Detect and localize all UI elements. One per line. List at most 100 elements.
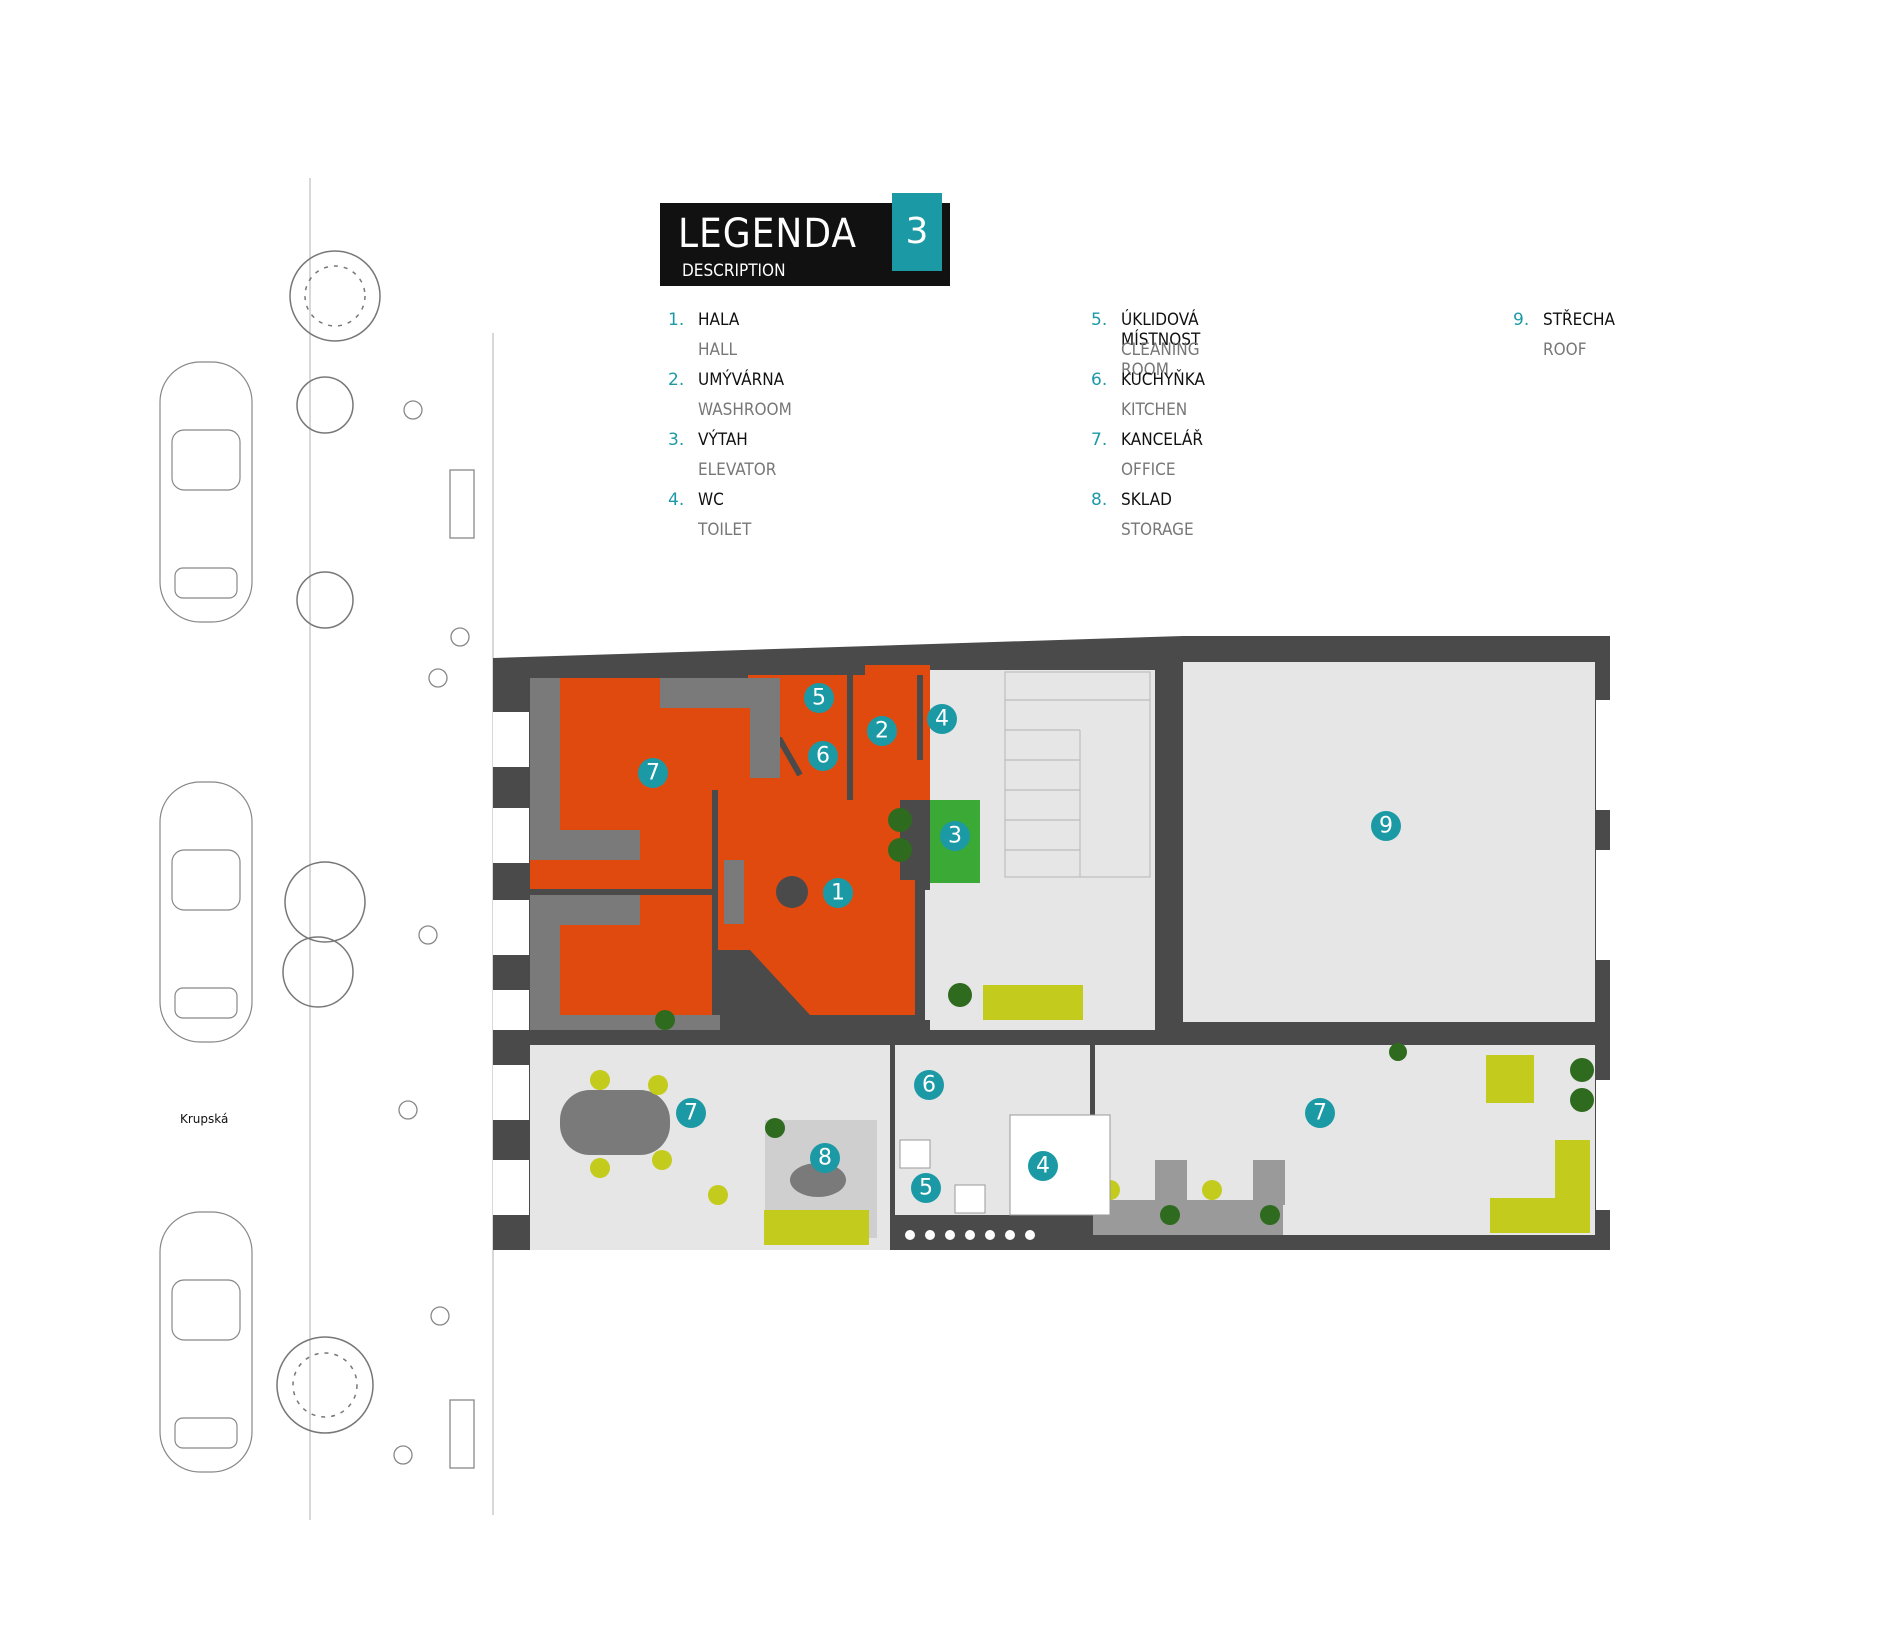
legend-name: VÝTAH bbox=[698, 430, 748, 450]
legend-name: STŘECHA bbox=[1543, 310, 1615, 330]
plant-icon bbox=[1570, 1058, 1594, 1082]
cabinet bbox=[1253, 1160, 1285, 1205]
svg-text:5: 5 bbox=[812, 686, 826, 711]
tree-icon bbox=[276, 1336, 374, 1434]
chair bbox=[590, 1070, 610, 1090]
legend-name: UMÝVÁRNA bbox=[698, 370, 785, 390]
svg-text:6: 6 bbox=[922, 1073, 936, 1098]
sofa bbox=[983, 985, 1083, 1020]
floor-badge: 3 bbox=[892, 193, 942, 271]
plant-icon bbox=[1260, 1205, 1280, 1225]
marker-3: 3 bbox=[940, 821, 970, 851]
shelf bbox=[530, 1015, 720, 1030]
car-icon bbox=[159, 1211, 253, 1473]
svg-text:4: 4 bbox=[935, 707, 949, 732]
svg-text:7: 7 bbox=[646, 761, 660, 786]
bench-icon bbox=[449, 1399, 475, 1469]
legend-name: SKLAD bbox=[1121, 490, 1172, 510]
chair bbox=[708, 1185, 728, 1205]
porthole bbox=[945, 1230, 955, 1240]
legend-number: 3. bbox=[668, 430, 685, 450]
roof-area bbox=[1183, 662, 1595, 1022]
tree-icon bbox=[296, 376, 354, 434]
desk bbox=[530, 830, 640, 860]
legend-number: 4. bbox=[668, 490, 685, 510]
pedestrian-icon bbox=[418, 925, 438, 945]
legend-translation: ROOF bbox=[1543, 340, 1587, 360]
street-name: Krupská bbox=[180, 1112, 229, 1126]
chair bbox=[648, 1075, 668, 1095]
wc-room bbox=[1009, 1114, 1111, 1216]
legend-translation: ELEVATOR bbox=[698, 460, 777, 480]
svg-text:6: 6 bbox=[816, 744, 830, 769]
sink bbox=[899, 1139, 931, 1169]
svg-text:8: 8 bbox=[818, 1146, 832, 1171]
tree-icon bbox=[284, 861, 366, 943]
tree-icon bbox=[304, 265, 366, 327]
legend-name: WC bbox=[698, 490, 724, 510]
porthole bbox=[965, 1230, 975, 1240]
marker-9: 9 bbox=[1371, 811, 1401, 841]
stairs bbox=[1004, 671, 1151, 878]
tree-icon bbox=[296, 571, 354, 629]
car-icon bbox=[159, 781, 253, 1043]
pedestrian-icon bbox=[403, 400, 423, 420]
sofa bbox=[1555, 1140, 1590, 1230]
legend-number: 2. bbox=[668, 370, 685, 390]
marker-5-bottom: 5 bbox=[911, 1173, 941, 1203]
legend-name: KUCHYŇKA bbox=[1121, 370, 1205, 390]
svg-text:5: 5 bbox=[919, 1176, 933, 1201]
desk bbox=[1093, 1200, 1283, 1235]
pedestrian-icon bbox=[398, 1100, 418, 1120]
marker-1: 1 bbox=[823, 878, 853, 908]
svg-text:7: 7 bbox=[684, 1101, 698, 1126]
legend-number: 1. bbox=[668, 310, 685, 330]
svg-text:4: 4 bbox=[1036, 1154, 1050, 1179]
plant-icon bbox=[1570, 1088, 1594, 1112]
marker-8: 8 bbox=[810, 1143, 840, 1173]
pedestrian-icon bbox=[430, 1306, 450, 1326]
marker-7: 7 bbox=[638, 758, 668, 788]
porthole bbox=[925, 1230, 935, 1240]
legend-translation: STORAGE bbox=[1121, 520, 1194, 540]
legend-translation: HALL bbox=[698, 340, 737, 360]
legend-number: 9. bbox=[1513, 310, 1530, 330]
interior-wall bbox=[493, 1030, 923, 1045]
sink bbox=[954, 1184, 986, 1214]
marker-4: 4 bbox=[927, 704, 957, 734]
column bbox=[776, 876, 808, 908]
plant-icon bbox=[1389, 1043, 1407, 1061]
porthole bbox=[905, 1230, 915, 1240]
legend-translation: WASHROOM bbox=[698, 400, 792, 420]
svg-text:7: 7 bbox=[1313, 1101, 1327, 1126]
marker-2: 2 bbox=[867, 716, 897, 746]
tree-icon bbox=[289, 250, 381, 342]
plant-icon bbox=[888, 838, 912, 862]
porthole bbox=[1005, 1230, 1015, 1240]
legend-translation: KITCHEN bbox=[1121, 400, 1188, 420]
car-icon bbox=[159, 361, 253, 623]
chair bbox=[590, 1158, 610, 1178]
svg-text:9: 9 bbox=[1379, 814, 1393, 839]
cabinet bbox=[1155, 1160, 1187, 1205]
legend-number: 7. bbox=[1091, 430, 1108, 450]
plant-icon bbox=[948, 983, 972, 1007]
meeting-table bbox=[560, 1090, 670, 1155]
pedestrian-icon bbox=[393, 1445, 413, 1465]
legend-name: ÚKLIDOVÁ MÍSTNOST bbox=[1121, 310, 1201, 350]
marker-6: 6 bbox=[808, 741, 838, 771]
marker-7-bottom-left: 7 bbox=[676, 1098, 706, 1128]
chair bbox=[652, 1150, 672, 1170]
desk bbox=[530, 895, 640, 925]
legend-title: LEGENDA bbox=[678, 211, 857, 257]
legend-name: HALA bbox=[698, 310, 740, 330]
cabinet bbox=[724, 860, 744, 924]
pedestrian-icon bbox=[428, 668, 448, 688]
tree-icon bbox=[292, 1352, 358, 1418]
desk bbox=[750, 678, 780, 778]
marker-4-bottom: 4 bbox=[1028, 1151, 1058, 1181]
legend-number: 5. bbox=[1091, 310, 1108, 330]
svg-text:3: 3 bbox=[948, 824, 962, 849]
legend-header: LEGENDA DESCRIPTION 3 bbox=[660, 193, 950, 286]
